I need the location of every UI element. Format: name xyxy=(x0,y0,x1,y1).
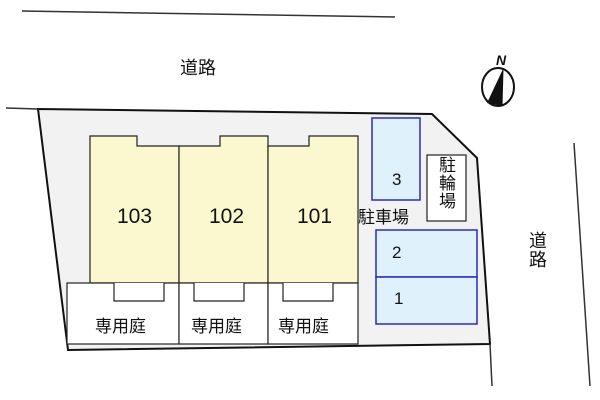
north-road-label: 道路 xyxy=(180,58,216,79)
parking-label: 駐車場 xyxy=(358,208,409,228)
parking-space-3-label: 3 xyxy=(392,170,402,189)
private-garden-101: 専用庭 xyxy=(278,317,329,337)
parking-space-1-label: 1 xyxy=(394,289,404,308)
compass-north-label: N xyxy=(496,52,507,68)
parking-space-3 xyxy=(371,117,421,201)
unit-number-101: 101 xyxy=(297,205,333,228)
compass-icon xyxy=(481,67,515,107)
unit-number-103: 103 xyxy=(117,205,153,228)
east-road-edge xyxy=(573,142,591,387)
private-garden-102: 専用庭 xyxy=(191,317,242,337)
unit-number-102: 102 xyxy=(209,205,245,228)
private-garden-103: 専用庭 xyxy=(95,317,146,337)
bicycle-parking-label: 駐輪場 xyxy=(435,156,455,210)
north-road-edge xyxy=(21,10,396,18)
bicycle-parking-box xyxy=(426,154,467,222)
parking-space-1 xyxy=(375,276,478,325)
parking-space-2-label: 2 xyxy=(392,243,402,262)
parking-space-2 xyxy=(375,229,478,278)
east-road-label: 道路 xyxy=(526,231,547,269)
